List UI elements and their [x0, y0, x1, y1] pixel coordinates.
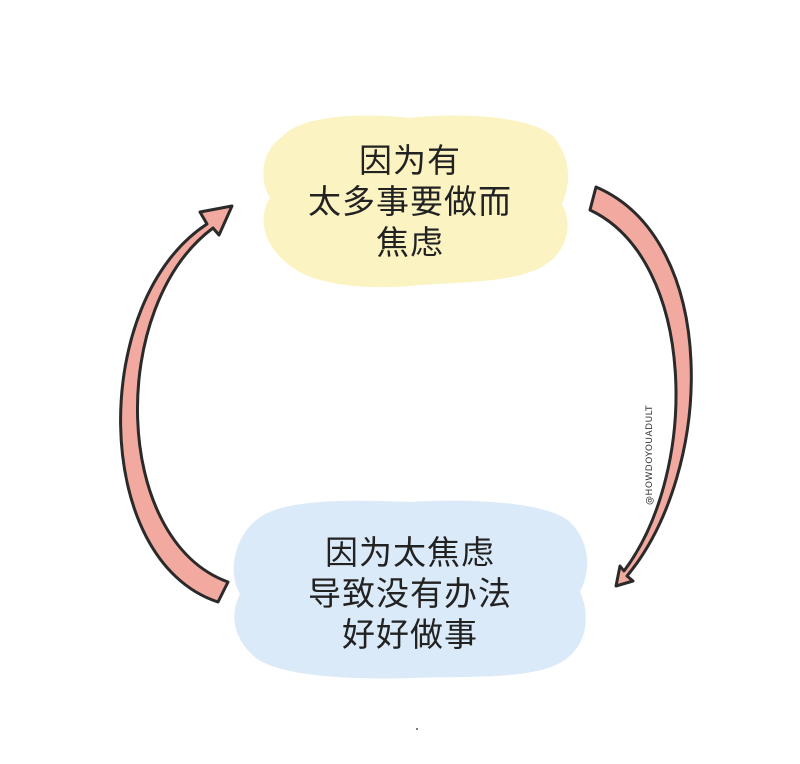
top-node-line-1: 因为有: [359, 141, 461, 180]
top-node-text: 因为有 太多事要做而 焦虑: [250, 140, 570, 263]
watermark: @HOWDOYOUADULT: [645, 405, 655, 505]
right-arrow: [588, 185, 693, 588]
bottom-node-text: 因为太焦虑 导致没有办法 好好做事: [250, 532, 570, 655]
bottom-node-line-3: 好好做事: [342, 615, 478, 654]
left-arrow: [119, 204, 234, 604]
bottom-cloud-shape: [233, 500, 588, 679]
bottom-node-line-2: 导致没有办法: [308, 574, 512, 613]
decorative-dot: [416, 728, 418, 730]
top-cloud-shape: [263, 115, 569, 288]
top-node-line-2: 太多事要做而: [308, 182, 512, 221]
top-node-line-3: 焦虑: [376, 223, 444, 262]
bottom-node-line-1: 因为太焦虑: [325, 533, 495, 572]
